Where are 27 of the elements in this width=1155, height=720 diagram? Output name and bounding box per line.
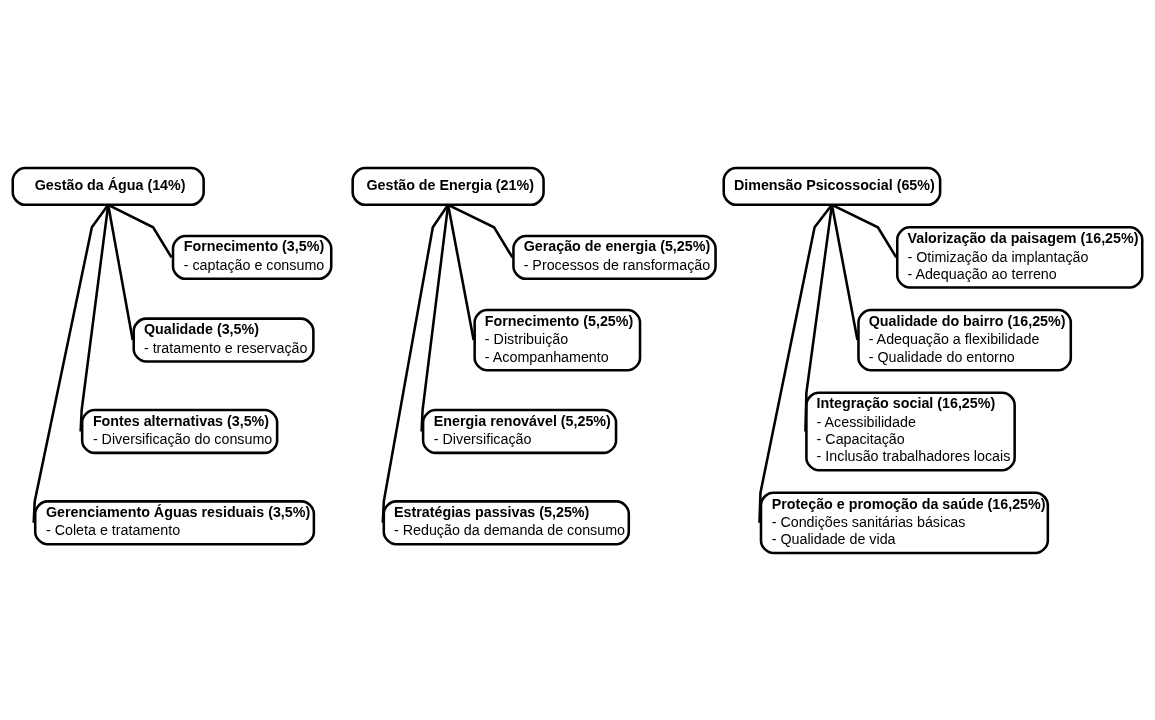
- node-box: Valorização da paisagem (16,25%) - Otimização da implantação - Adequação ao terreno: [896, 225, 1144, 289]
- connector: [107, 203, 173, 258]
- node-box: Gestão da Água (14%): [11, 166, 205, 206]
- node-box: Fornecimento (3,5%) - captação e consumo: [171, 234, 333, 280]
- connector: [447, 203, 514, 258]
- node-box: Fontes alternativas (3,5%) - Diversificação do consumo: [80, 408, 279, 454]
- connector: [446, 204, 475, 340]
- connector: [106, 204, 134, 340]
- connector: [32, 203, 110, 523]
- connector: [420, 204, 450, 431]
- connector: [381, 203, 450, 523]
- node-box: Proteção e promoção da saúde (16,25%) - Condições sanitárias básicas - Qualidade de vida: [759, 490, 1050, 554]
- connector: [804, 204, 834, 431]
- connector: [758, 203, 833, 523]
- node-box: Integração social (16,25%) - Acessibilidade - Capacitação - Inclusão trabalhadores locais: [805, 390, 1016, 471]
- node-box: Qualidade do bairro (16,25%) - Adequação a flexibilidade - Qualidade do entorno: [857, 308, 1073, 371]
- connector: [831, 203, 898, 258]
- node-box: Gerenciamento Águas residuais (3,5%) - Coleta e tratamento: [33, 499, 316, 545]
- connector: [830, 204, 859, 340]
- node-box: Qualidade (3,5%) - tratamento e reservação: [132, 316, 315, 363]
- node-box: Geração de energia (5,25%) - Processos de ransformação: [512, 234, 717, 280]
- node-box: Fornecimento (5,25%) - Distribuição - Acompanhamento: [473, 308, 642, 371]
- node-box: Estratégias passivas (5,25%) - Redução da demanda de consumo: [382, 499, 631, 545]
- connector: [79, 204, 110, 431]
- node-box: Gestão de Energia (21%): [351, 166, 545, 206]
- node-box: Energia renovável (5,25%) - Diversificação: [421, 408, 618, 454]
- node-box: Dimensão Psicossocial (65%): [722, 166, 942, 206]
